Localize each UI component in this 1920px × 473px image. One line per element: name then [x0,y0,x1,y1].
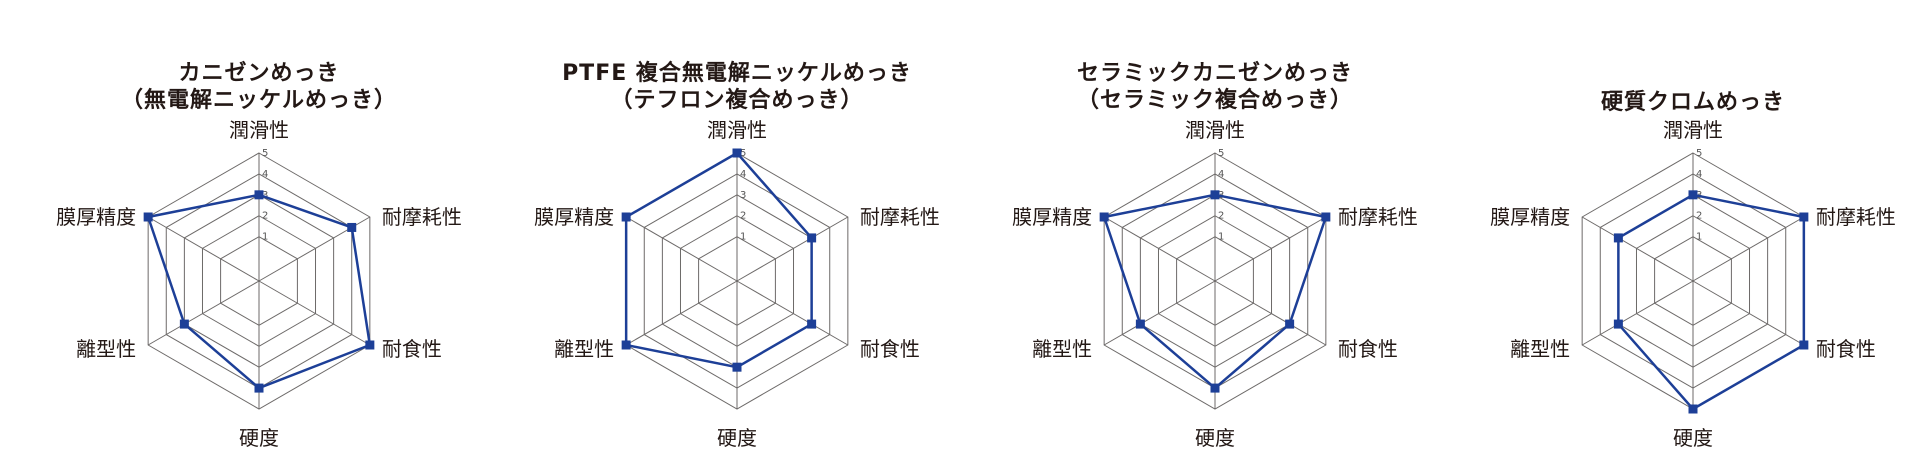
axis-label: 耐食性 [1338,337,1398,361]
tick-label: 5 [1218,148,1224,159]
chart-title: PTFE 複合無電解ニッケルめっき [562,61,912,86]
data-point [1688,404,1698,414]
axis-label: 膜厚精度 [1012,205,1092,229]
axis-label: 硬度 [239,426,279,450]
axis-spoke [1581,216,1694,282]
series-line [624,151,813,369]
axis-spoke [1692,216,1805,282]
axis-spoke [736,216,849,282]
tick-label: 1 [1696,232,1702,243]
tick-label: 5 [740,148,746,159]
axis-label: 潤滑性 [1185,118,1245,142]
axis-label: 硬度 [1195,426,1235,450]
data-point [807,233,817,243]
axis-spoke [1214,216,1327,282]
axis-label: 耐摩耗性 [1816,205,1896,229]
axis-label: 離型性 [1510,337,1570,361]
axis-label: 潤滑性 [707,118,767,142]
axis-label: 潤滑性 [1663,118,1723,142]
chart-title: 硬質クロムめっき [1600,90,1785,115]
data-point [807,319,817,329]
axis-spoke [736,280,849,346]
axis-spoke [147,280,260,346]
data-point [1210,383,1220,393]
chart-title: カニゼンめっき [178,61,340,86]
tick-label: 1 [1218,232,1224,243]
tick-label: 5 [1696,148,1702,159]
tick-label: 3 [740,190,746,201]
axis-label: 離型性 [76,337,136,361]
axis-label: 潤滑性 [229,118,289,142]
data-point [1099,212,1109,222]
axis-spoke [625,280,738,346]
tick-label: 4 [1696,169,1702,180]
chart-title: （セラミック複合めっき） [1076,88,1353,113]
axis-label: 耐食性 [382,337,442,361]
data-point [179,319,189,329]
tick-label: 4 [1218,169,1224,180]
axis-spoke [1103,280,1216,346]
data-point [1135,319,1145,329]
axis-label: 耐摩耗性 [382,205,462,229]
data-point [621,340,631,350]
series-line [1617,193,1806,411]
axis-label: 硬度 [1673,426,1713,450]
axis-label: 耐摩耗性 [860,205,940,229]
data-point [347,222,357,232]
radar-chart: カニゼンめっき（無電解ニッケルめっき） 1 2 3 4 5 潤滑性耐摩耗性耐食性硬度 離型性 膜… [20,0,498,473]
data-point [621,212,631,222]
axis-label: 耐摩耗性 [1338,205,1418,229]
radar-chart: PTFE 複合無電解ニッケルめっき（テフロン複合めっき） 1 2 3 4 5 潤滑性耐摩耗性… [498,0,976,473]
axis-spoke [1103,216,1216,282]
axis-spoke [1581,280,1694,346]
axis-label: 離型性 [1032,337,1092,361]
data-point [1613,233,1623,243]
data-point [1688,190,1698,200]
tick-label: 3 [262,190,268,201]
data-point [1799,212,1809,222]
data-point [254,383,264,393]
tick-label: 5 [262,148,268,159]
tick-label: 2 [1696,211,1702,222]
data-point [1799,340,1809,350]
data-point [365,340,375,350]
chart-title: セラミックカニゼンめっき [1076,61,1353,86]
axis-label: 離型性 [554,337,614,361]
axis-label: 膜厚精度 [1490,205,1570,229]
data-point [254,190,264,200]
data-point [732,148,742,158]
axis-spoke [147,216,260,282]
tick-label: 2 [740,211,746,222]
data-point [1210,190,1220,200]
chart-title: （テフロン複合めっき） [610,88,864,113]
tick-label: 4 [262,169,268,180]
axis-label: 硬度 [717,426,757,450]
axis-label: 耐食性 [1816,337,1876,361]
data-point [143,212,153,222]
tick-label: 2 [262,211,268,222]
axis-spoke [625,216,738,282]
axis-spoke [258,280,371,346]
tick-label: 2 [1218,211,1224,222]
axis-label: 耐食性 [860,337,920,361]
data-point [1285,319,1295,329]
data-point [1321,212,1331,222]
tick-label: 1 [740,232,746,243]
tick-label: 4 [740,169,746,180]
data-point [732,362,742,372]
axis-spoke [1214,280,1327,346]
tick-label: 1 [262,232,268,243]
chart-title: （無電解ニッケルめっき） [120,88,397,113]
axis-label: 膜厚精度 [56,205,136,229]
axis-spoke [1692,280,1805,346]
data-point [1613,319,1623,329]
axis-label: 膜厚精度 [534,205,614,229]
